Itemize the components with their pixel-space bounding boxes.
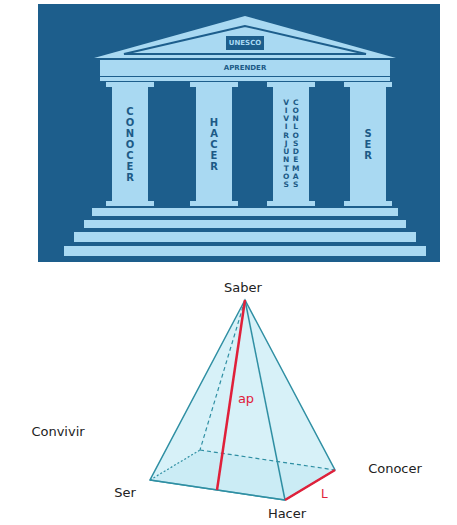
column-caps <box>106 82 392 206</box>
logo-box <box>226 36 264 50</box>
vertex-label: Hacer <box>268 506 306 521</box>
side-label: L <box>321 487 328 501</box>
temple-column: SER <box>350 87 386 201</box>
architrave-text: APRENDER <box>224 64 267 72</box>
vertex-label: Convivir <box>31 424 84 439</box>
vertex-label: Ser <box>114 485 136 500</box>
column-text: HACER <box>209 117 219 172</box>
temple-step <box>74 232 416 242</box>
column-text: CON LOS DEMAS <box>292 99 300 190</box>
vertex-label: Conocer <box>368 461 422 476</box>
edge-l-line <box>285 470 335 500</box>
temple-column: CONOCER <box>112 87 148 201</box>
pyramid <box>150 300 335 500</box>
temple-column: VIVIR JUNTOSCON LOS DEMAS <box>273 87 309 201</box>
temple-step <box>64 246 426 256</box>
apothem-label: ap <box>238 391 254 406</box>
temple-roof <box>94 16 396 58</box>
temple-step <box>84 220 406 228</box>
architrave <box>100 60 390 76</box>
blue-panel <box>38 4 440 262</box>
temple-step <box>92 208 398 216</box>
column-text: CONOCER <box>125 106 135 183</box>
column-text: VIVIR JUNTOS <box>283 99 291 190</box>
column-text: SER <box>363 128 373 161</box>
architrave-band <box>100 77 390 81</box>
temple-column: HACER <box>196 87 232 201</box>
apex-label: Saber <box>224 280 262 295</box>
roof-inner-line <box>124 26 366 54</box>
logo-text: UNESCO <box>229 39 261 47</box>
